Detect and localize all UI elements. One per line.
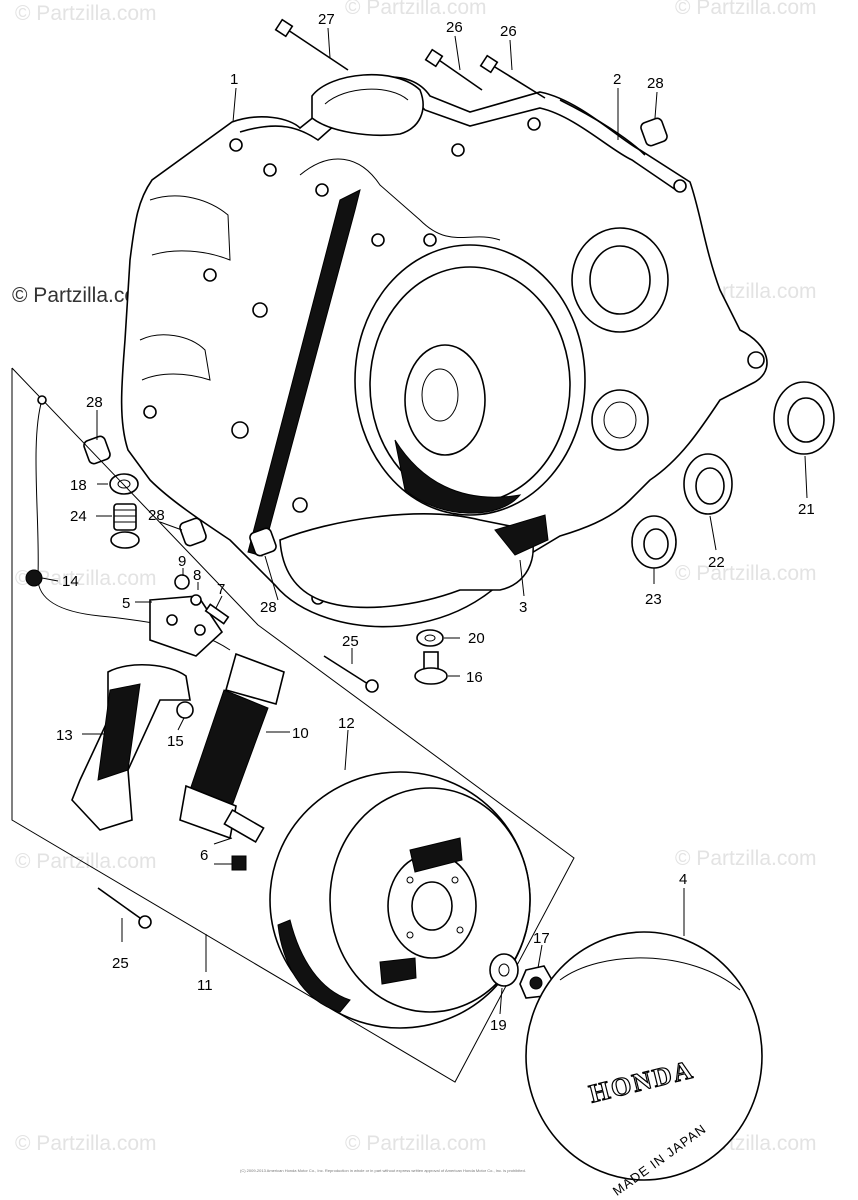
washer-19 — [489, 953, 519, 987]
flywheel-rotor-12 — [269, 771, 531, 1029]
callout-9: 9 — [178, 553, 186, 570]
crankcase-cover — [120, 73, 768, 628]
callout-25-upper: 25 — [342, 633, 359, 650]
plug-24 — [110, 503, 140, 549]
callout-26-left: 26 — [446, 19, 463, 36]
connector-6 — [223, 808, 265, 871]
watermark-text: © Partzilla.com — [15, 850, 157, 873]
callout-12: 12 — [338, 715, 355, 732]
callout-28-center: 28 — [148, 507, 165, 524]
oil-seal-22 — [683, 453, 733, 515]
washer-20 — [416, 629, 444, 647]
callout-24: 24 — [70, 508, 87, 525]
callout-16: 16 — [466, 669, 483, 686]
bolt-26a — [424, 48, 483, 91]
callout-28-top: 28 — [647, 75, 664, 92]
washer-18 — [109, 473, 139, 495]
callout-20: 20 — [468, 630, 485, 647]
oil-seal-23 — [631, 515, 677, 569]
oil-seal-21 — [773, 381, 835, 455]
callout-10: 10 — [292, 725, 309, 742]
watermark-prominent: © Partzilla.com — [12, 284, 154, 307]
bolt-25-upper — [323, 655, 379, 693]
callout-25-lower: 25 — [112, 955, 129, 972]
watermark-text: © Partzilla.com — [345, 0, 487, 19]
callout-19: 19 — [490, 1017, 507, 1034]
callout-3: 3 — [519, 599, 527, 616]
callout-5: 5 — [122, 595, 130, 612]
generator-cover-4: HONDA MADE IN JAPAN — [525, 931, 763, 1199]
dowel-pin-28 — [83, 117, 668, 557]
stator-assembly-frame — [11, 367, 575, 1083]
callout-8: 8 — [193, 567, 201, 584]
watermark-text: © Partzilla.com — [15, 567, 157, 590]
watermark-text: © Partzilla.com — [15, 2, 157, 25]
callout-labels: 1 2 3 4 5 6 7 8 9 10 11 12 13 14 15 16 1… — [56, 11, 815, 1034]
callout-26-right: 26 — [500, 23, 517, 40]
bolt-16 — [414, 651, 448, 685]
callout-1: 1 — [230, 71, 238, 88]
callout-14: 14 — [62, 573, 79, 590]
callout-22: 22 — [708, 554, 725, 571]
callout-2: 2 — [613, 71, 621, 88]
leader-lines — [41, 27, 808, 1015]
callout-17: 17 — [533, 930, 550, 947]
callout-7: 7 — [217, 581, 225, 598]
callout-23: 23 — [645, 591, 662, 608]
watermark-text: © Partzilla.com — [675, 847, 817, 870]
copyright-fineprint: (C) 2009-2013 American Honda Motor Co., … — [240, 1168, 526, 1173]
callout-21: 21 — [798, 501, 815, 518]
callout-28-lower: 28 — [260, 599, 277, 616]
bolt-26b — [479, 54, 546, 99]
callout-13: 13 — [56, 727, 73, 744]
bolt-27 — [274, 18, 349, 71]
watermark-text: © Partzilla.com — [675, 562, 817, 585]
callout-18: 18 — [70, 477, 87, 494]
callout-28-left: 28 — [86, 394, 103, 411]
callout-11: 11 — [197, 977, 213, 994]
watermark-text: © Partzilla.com — [345, 1132, 487, 1155]
contact-breaker-5 — [149, 574, 230, 657]
bolt-25-lower — [97, 887, 152, 929]
watermark-text: © Partzilla.com — [675, 0, 817, 19]
callout-15: 15 — [167, 733, 184, 750]
pulser-coil-13 — [71, 663, 194, 831]
callout-4: 4 — [679, 871, 687, 888]
stator-coil-10 — [179, 652, 285, 840]
callout-27: 27 — [318, 11, 335, 28]
callout-6: 6 — [200, 847, 208, 864]
watermark-text: © Partzilla.com — [15, 1132, 157, 1155]
